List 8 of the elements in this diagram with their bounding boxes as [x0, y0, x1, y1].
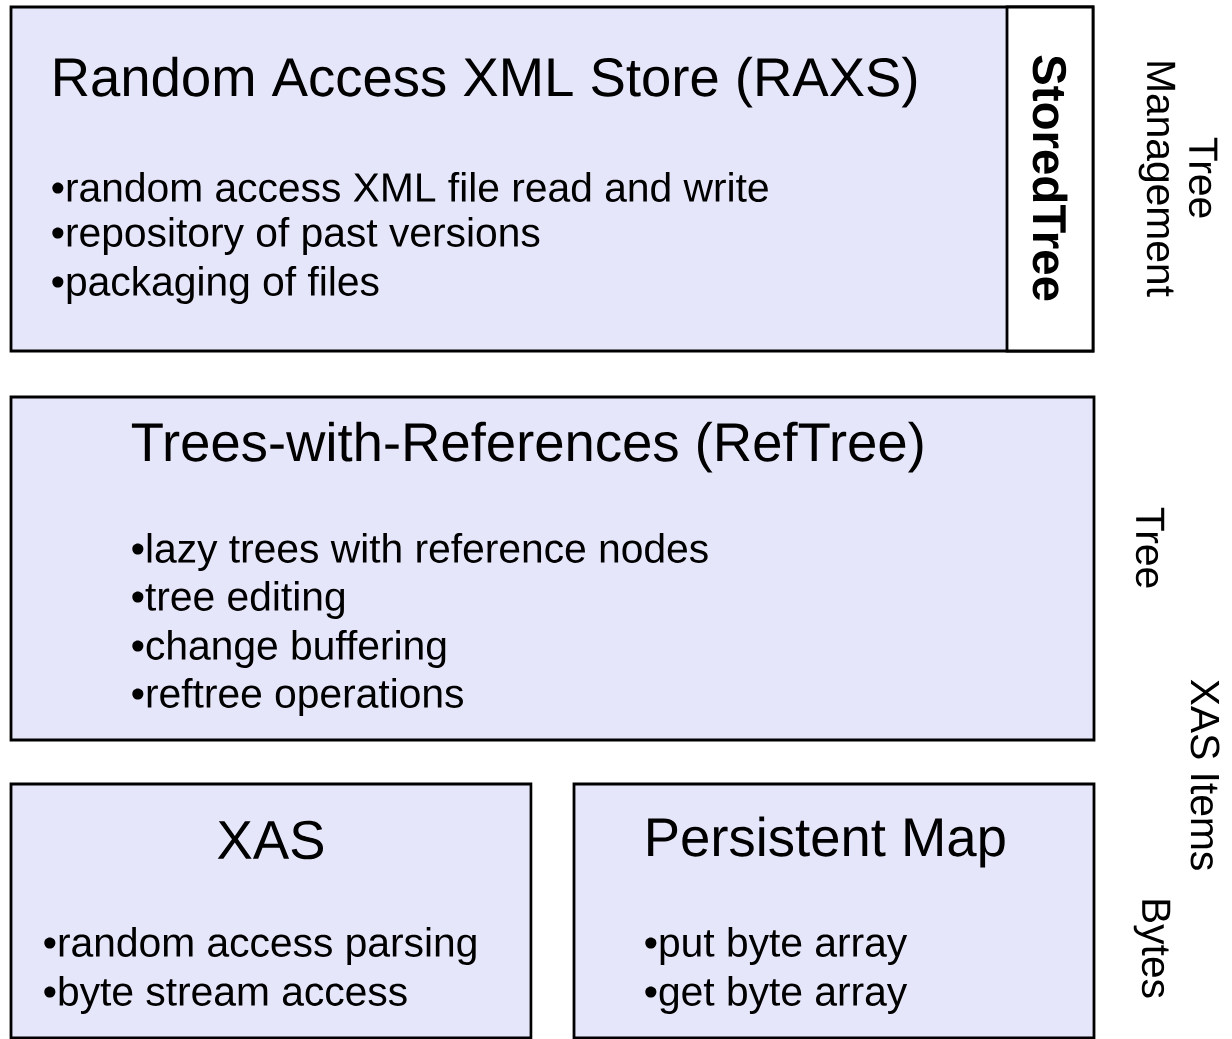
layer-label: XAS Items	[1190, 679, 1220, 870]
side-panel: StoredTree	[1005, 5, 1095, 353]
layer-label: Tree Management	[1138, 62, 1218, 297]
layer-label: Tree	[1135, 507, 1165, 588]
layer-box: XAS •random access parsing •byte stream access	[9, 782, 533, 1039]
layer-label: Bytes	[1133, 900, 1171, 998]
layer-box: Persistent Map •put byte array •get byte array	[572, 782, 1096, 1039]
layer-box: Trees-with-References (RefTree) •lazy trees with reference nodes •tree editing •change buffering •reftree operations	[9, 395, 1096, 742]
